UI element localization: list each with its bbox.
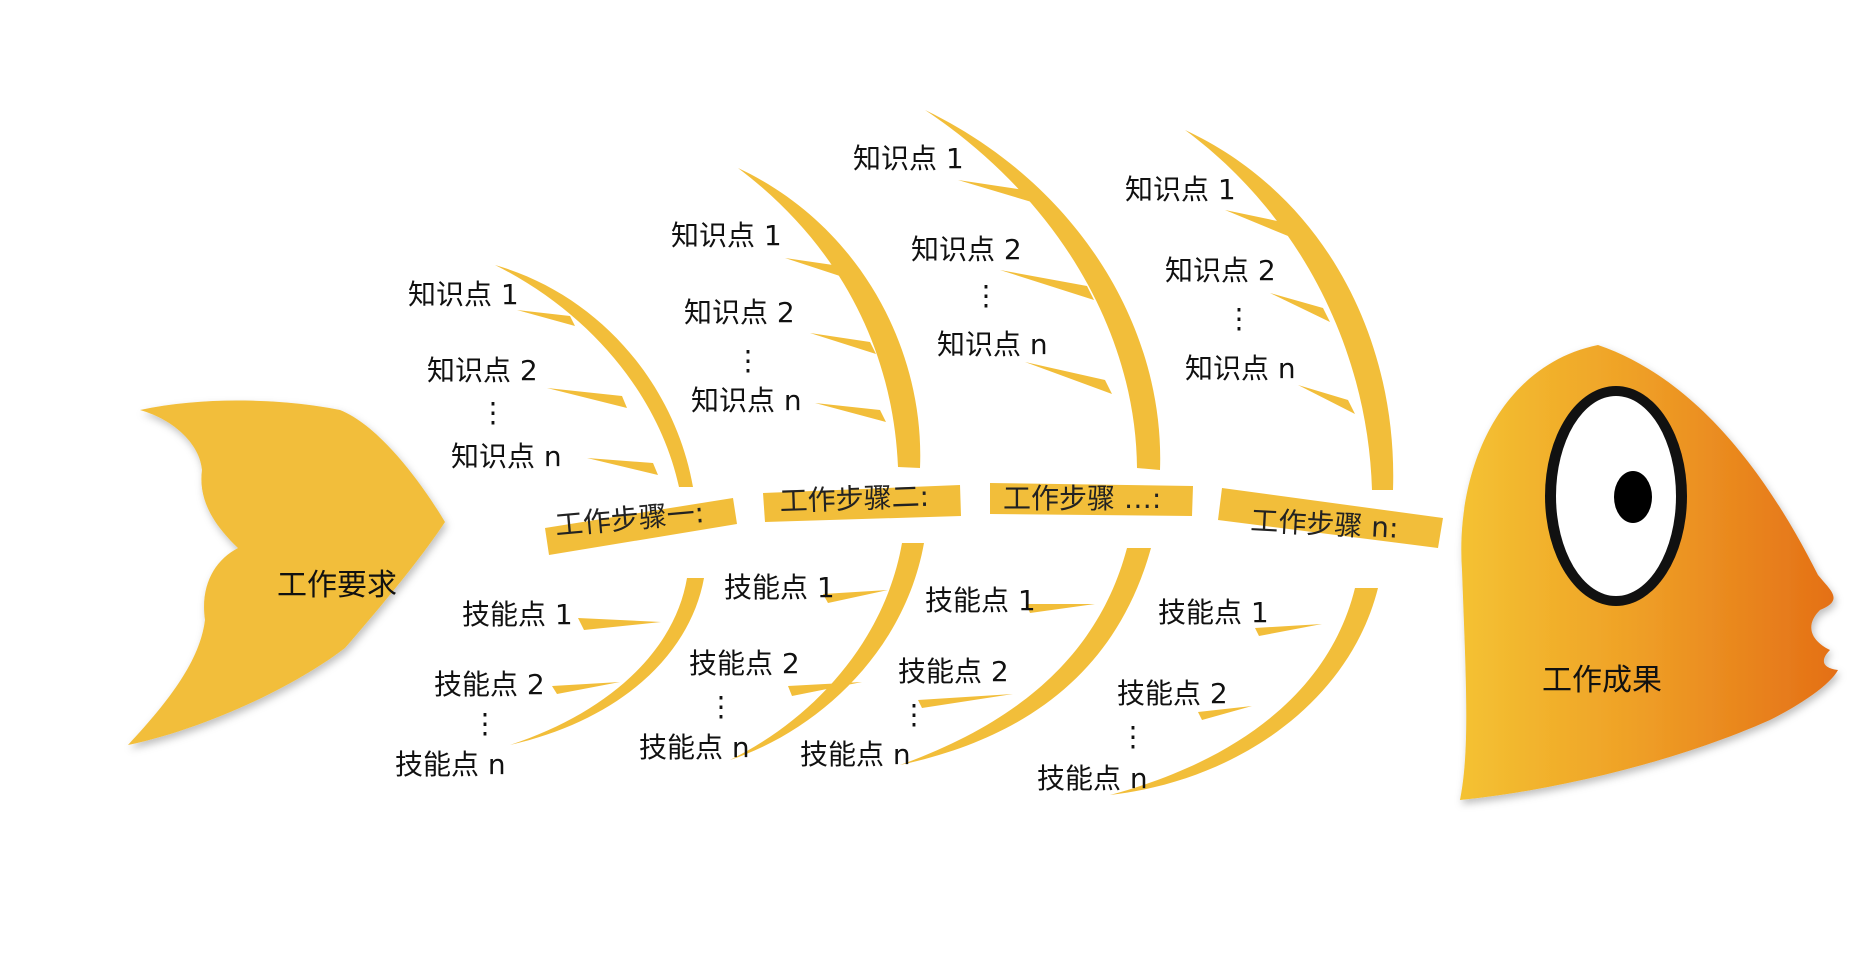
spine-segment-2 bbox=[763, 485, 961, 522]
knowledge-branch bbox=[785, 258, 846, 278]
skill-dots: ⋮ bbox=[1119, 720, 1147, 753]
spine-segment-1 bbox=[545, 498, 737, 555]
knowledge-branch bbox=[1298, 385, 1355, 414]
skill-item-n: 技能点 n bbox=[800, 738, 911, 771]
skill-branch bbox=[1026, 604, 1095, 613]
skill-dots: ⋮ bbox=[471, 707, 499, 740]
step-2-knowledge: 知识点 1 知识点 2 ⋮ 知识点 n bbox=[671, 219, 802, 417]
step-3-skills: 技能点 1 技能点 2 ⋮ 技能点 n bbox=[800, 584, 1036, 771]
knowledge-branch bbox=[547, 388, 627, 408]
skill-item-2: 技能点 2 bbox=[1117, 677, 1228, 710]
step-1-knowledge: 知识点 1 知识点 2 ⋮ 知识点 n bbox=[408, 278, 562, 473]
upper-rib-4 bbox=[1185, 130, 1394, 490]
upper-rib-1 bbox=[495, 265, 693, 487]
skill-branch bbox=[552, 682, 620, 694]
fish-head: 工作成果 bbox=[1460, 345, 1838, 800]
knowledge-branch bbox=[1025, 362, 1112, 394]
knowledge-item-1: 知识点 1 bbox=[853, 142, 964, 175]
fish-tail: 工作要求 bbox=[128, 400, 445, 745]
step-4-skills: 技能点 1 技能点 2 ⋮ 技能点 n bbox=[1037, 596, 1269, 795]
upper-ribs bbox=[495, 110, 1394, 490]
knowledge-item-2: 知识点 2 bbox=[684, 296, 795, 329]
lower-rib-4 bbox=[1110, 588, 1378, 795]
spine-segment-4 bbox=[1218, 488, 1443, 548]
knowledge-branch bbox=[958, 180, 1045, 206]
branch-strokes bbox=[517, 180, 1355, 720]
head-label: 工作成果 bbox=[1542, 663, 1662, 698]
skill-item-n: 技能点 n bbox=[1037, 762, 1148, 795]
knowledge-item-2: 知识点 2 bbox=[427, 354, 538, 387]
knowledge-item-n: 知识点 n bbox=[937, 328, 1048, 361]
knowledge-dots: ⋮ bbox=[479, 396, 507, 429]
step-labels: 工作步骤一: 工作步骤二: 工作步骤 …: 工作步骤 n: bbox=[554, 480, 1400, 545]
knowledge-branch bbox=[517, 310, 575, 326]
knowledge-dots: ⋮ bbox=[972, 279, 1000, 312]
lower-rib-3 bbox=[900, 548, 1151, 765]
knowledge-branch bbox=[587, 458, 658, 475]
skill-item-2: 技能点 2 bbox=[689, 647, 800, 680]
knowledge-item-1: 知识点 1 bbox=[1125, 173, 1236, 206]
pupil bbox=[1614, 471, 1652, 523]
step-2-skills: 技能点 1 技能点 2 ⋮ 技能点 n bbox=[639, 571, 835, 764]
step-2-label: 工作步骤二: bbox=[779, 480, 929, 518]
skill-dots: ⋮ bbox=[707, 690, 735, 723]
skill-item-1: 技能点 1 bbox=[724, 571, 835, 604]
knowledge-item-n: 知识点 n bbox=[1185, 352, 1296, 385]
step-3-label: 工作步骤 …: bbox=[1003, 482, 1161, 515]
knowledge-branch bbox=[815, 403, 886, 422]
step-3-knowledge: 知识点 1 知识点 2 ⋮ 知识点 n bbox=[853, 142, 1048, 361]
spine bbox=[545, 483, 1443, 555]
skill-item-1: 技能点 1 bbox=[462, 598, 573, 631]
knowledge-branch bbox=[810, 333, 876, 354]
skill-item-n: 技能点 n bbox=[395, 748, 506, 781]
knowledge-item-n: 知识点 n bbox=[691, 384, 802, 417]
knowledge-item-1: 知识点 1 bbox=[671, 219, 782, 252]
knowledge-item-1: 知识点 1 bbox=[408, 278, 519, 311]
skill-branch bbox=[1255, 624, 1322, 636]
lower-rib-1 bbox=[510, 578, 704, 745]
skill-branch bbox=[788, 682, 862, 696]
knowledge-item-2: 知识点 2 bbox=[1165, 254, 1276, 287]
knowledge-branch bbox=[1270, 293, 1330, 322]
knowledge-branch bbox=[1225, 210, 1288, 236]
skill-item-2: 技能点 2 bbox=[898, 655, 1009, 688]
skill-branch bbox=[578, 618, 661, 630]
skill-dots: ⋮ bbox=[900, 698, 928, 731]
skill-item-n: 技能点 n bbox=[639, 731, 750, 764]
upper-rib-2 bbox=[738, 168, 921, 468]
tail-fin-shape bbox=[128, 400, 445, 745]
lower-rib-2 bbox=[730, 543, 924, 760]
step-1-label: 工作步骤一: bbox=[554, 496, 706, 542]
lower-ribs bbox=[510, 543, 1378, 795]
knowledge-item-n: 知识点 n bbox=[451, 440, 562, 473]
knowledge-dots: ⋮ bbox=[734, 344, 762, 377]
step-4-label: 工作步骤 n: bbox=[1250, 504, 1400, 545]
skill-item-1: 技能点 1 bbox=[925, 584, 1036, 617]
knowledge-dots: ⋮ bbox=[1225, 302, 1253, 335]
skill-branch bbox=[823, 590, 888, 603]
step-1-skills: 技能点 1 技能点 2 ⋮ 技能点 n bbox=[395, 598, 573, 781]
tail-label: 工作要求 bbox=[277, 568, 397, 603]
spine-segment-3 bbox=[990, 483, 1193, 516]
knowledge-item-2: 知识点 2 bbox=[911, 233, 1022, 266]
skill-item-2: 技能点 2 bbox=[434, 668, 545, 701]
skill-branch bbox=[1198, 706, 1252, 720]
skill-item-1: 技能点 1 bbox=[1158, 596, 1269, 629]
knowledge-branch bbox=[1000, 270, 1094, 300]
step-4-knowledge: 知识点 1 知识点 2 ⋮ 知识点 n bbox=[1125, 173, 1296, 385]
upper-rib-3 bbox=[925, 110, 1161, 470]
skill-branch bbox=[918, 694, 1013, 708]
